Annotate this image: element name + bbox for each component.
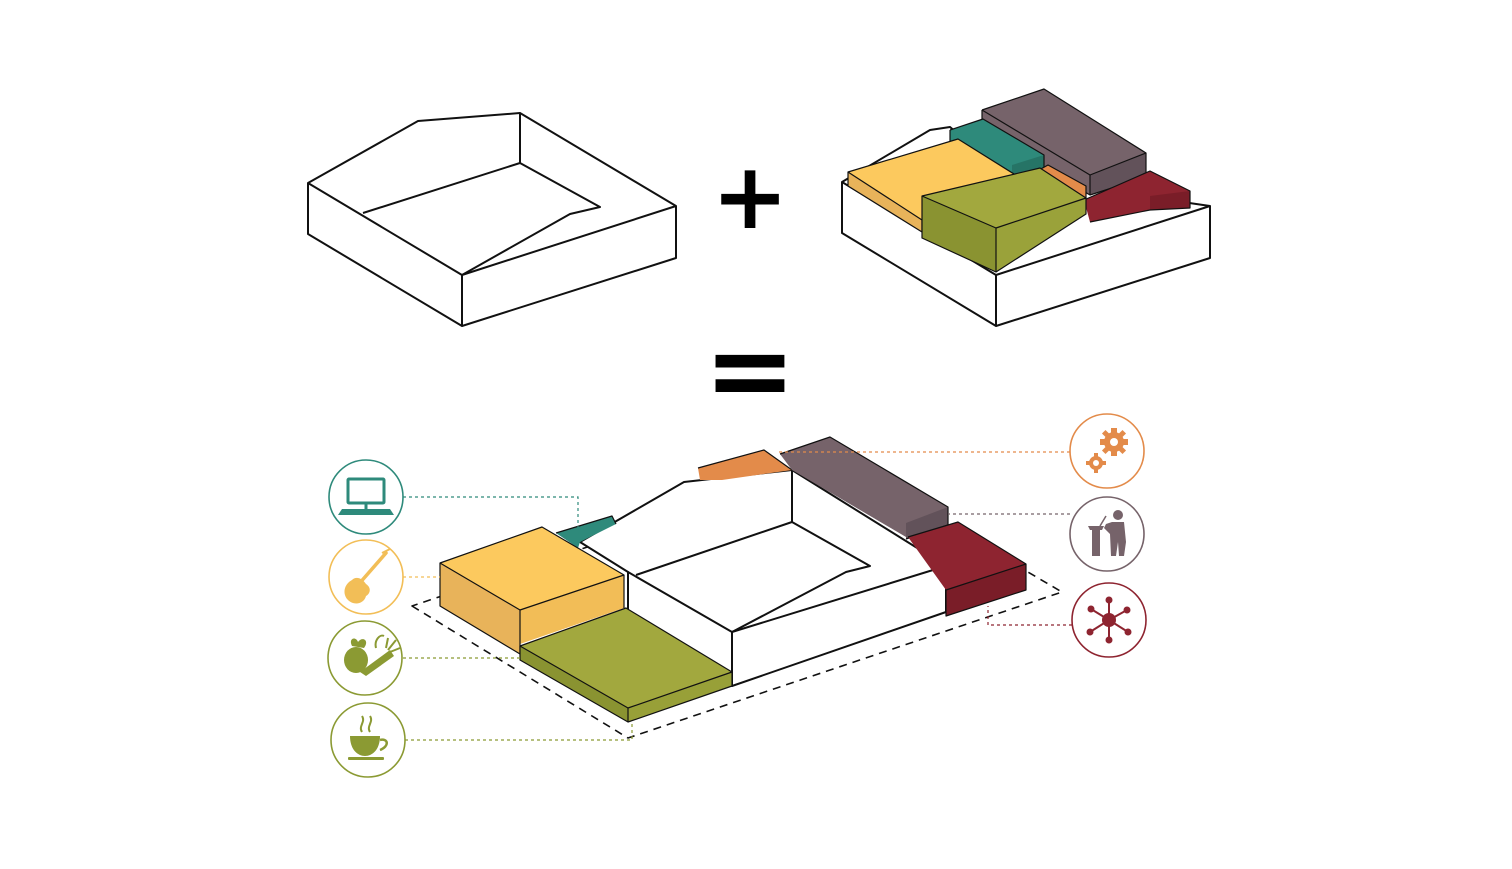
- site-boundary-dashed: [411, 461, 1063, 739]
- leader-network: [987, 606, 1072, 626]
- block-olive-top: [921, 167, 1087, 273]
- leader-computer: [403, 496, 579, 536]
- shell-with-program: [841, 88, 1211, 327]
- block-olive: [519, 607, 733, 723]
- shell-outer-walls: [307, 112, 677, 327]
- empty-shell-volume: [307, 112, 677, 327]
- block-crimson: [907, 521, 1027, 617]
- block-crimson-top: [1083, 170, 1191, 223]
- gears-icon: [1069, 413, 1145, 489]
- vegetables-icon: [327, 620, 403, 696]
- equals-operator: =: [704, 306, 796, 434]
- plus-operator: +: [711, 143, 788, 250]
- network-icon: [1071, 582, 1147, 658]
- coffee-cup-icon: [330, 702, 406, 778]
- leader-cafe: [405, 722, 633, 741]
- block-yellow: [439, 526, 625, 655]
- block-teal: [555, 515, 617, 548]
- block-orange: [697, 449, 793, 480]
- speaker-podium-icon: [1069, 496, 1145, 572]
- guitar-icon: [328, 539, 404, 615]
- computer-icon: [328, 459, 404, 535]
- combined-scheme: [411, 436, 1063, 739]
